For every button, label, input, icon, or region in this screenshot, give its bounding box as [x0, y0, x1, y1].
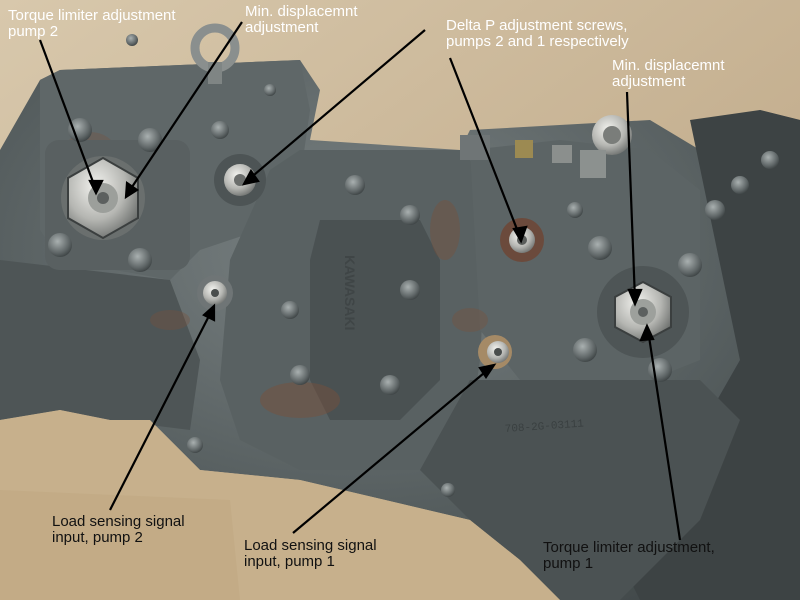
load-sensing-port-pump1: [478, 335, 512, 369]
torque-limiter-pump2-cover: [45, 140, 190, 270]
pointer-min-displacement-left: [127, 21, 243, 194]
casting-part-number-text: 708-2G-03111: [504, 418, 584, 436]
pointer-load-sensing-pump2: [109, 309, 213, 511]
pointer-torque-limiter-pump1: [646, 329, 682, 541]
arrowhead-torque-limiter-pump2: [88, 179, 104, 196]
arrowhead-min-displacement-left: [124, 180, 139, 200]
pump-body: [0, 23, 800, 600]
casting-side-text: KAWASAKI: [342, 255, 358, 330]
pointer-torque-limiter-pump2: [38, 39, 98, 191]
arrowhead-torque-limiter-pump1: [639, 323, 655, 342]
load-sensing-port-pump2: [197, 275, 233, 311]
pointer-min-displacement-left-2: [247, 29, 426, 181]
arrowhead-delta-p: [512, 225, 528, 244]
bolts: [48, 34, 779, 497]
pointer-lines: [38, 21, 682, 541]
pointer-delta-p: [448, 57, 522, 238]
arrowhead-load-sensing-pump1: [478, 363, 497, 379]
pointer-load-sensing-pump1: [292, 367, 491, 534]
arrowhead-min-displacement-right: [627, 288, 643, 307]
arrowhead-min-displacement-left-2: [241, 168, 260, 186]
torque-limiter-pump1-assembly: [597, 266, 689, 358]
min-displacement-left-fitting: [214, 154, 266, 206]
arrowhead-load-sensing-pump2: [202, 303, 216, 322]
pointer-min-displacement-right: [625, 91, 637, 301]
